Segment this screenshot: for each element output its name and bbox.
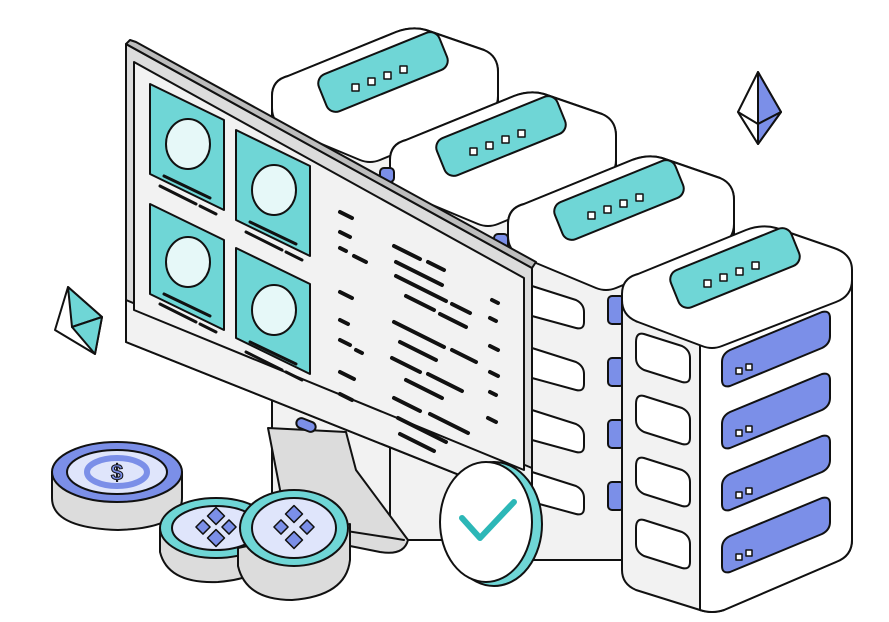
check-badge-icon [439,461,543,587]
monitor-icon [125,39,537,505]
ethereum-icon-left [54,286,103,355]
svg-text:$: $ [111,460,123,485]
code-lines [338,210,500,453]
profile-card-icon [149,83,311,382]
ethereum-icon-right [737,71,782,145]
binance-coin-icon-2 [237,489,351,601]
server-unit-4 [621,225,853,613]
usd-coin-icon: $ [51,441,183,531]
